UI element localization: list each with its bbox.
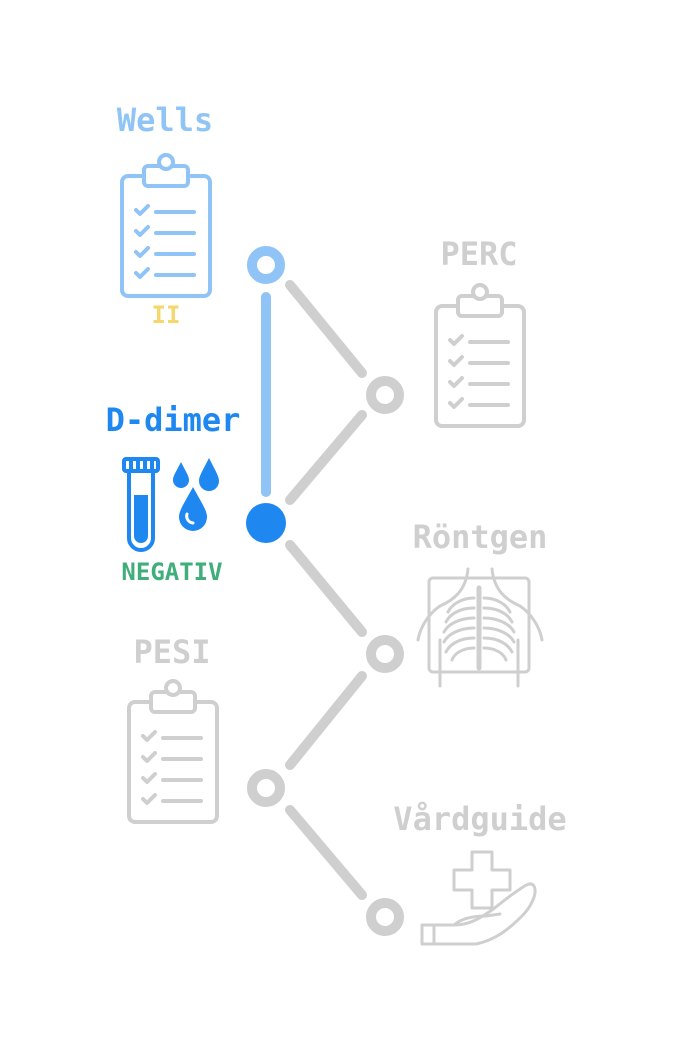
perc-clipboard-icon[interactable] bbox=[434, 283, 526, 428]
node-vardguide[interactable] bbox=[366, 898, 404, 936]
node-wells[interactable] bbox=[247, 246, 285, 284]
ddimer-title[interactable]: D-dimer bbox=[105, 401, 241, 439]
node-pesi[interactable] bbox=[247, 769, 285, 807]
perc-title[interactable]: PERC bbox=[440, 235, 518, 273]
chest-xray-icon[interactable] bbox=[416, 567, 544, 688]
connector-perc-ddimer bbox=[285, 410, 367, 505]
node-ddimer[interactable] bbox=[246, 503, 286, 543]
pesi-clipboard-icon[interactable] bbox=[127, 679, 219, 824]
test-tube-drops-icon[interactable] bbox=[122, 457, 219, 552]
vardguide-title[interactable]: Vårdguide bbox=[393, 800, 567, 838]
ddimer-result: NEGATIV bbox=[121, 558, 223, 586]
wells-title[interactable]: Wells bbox=[116, 101, 214, 139]
hand-medical-cross-icon[interactable] bbox=[420, 850, 537, 946]
connector-pesi-vardguide bbox=[285, 805, 367, 900]
wells-clipboard-icon[interactable] bbox=[120, 153, 212, 298]
pesi-title[interactable]: PESI bbox=[133, 633, 211, 671]
wells-score: II bbox=[151, 301, 181, 329]
node-rontgen[interactable] bbox=[366, 635, 404, 673]
connector-wells-perc bbox=[285, 280, 367, 378]
node-perc[interactable] bbox=[366, 376, 404, 414]
connector-rontgen-pesi bbox=[285, 671, 367, 770]
connector-ddimer-rontgen bbox=[285, 540, 367, 637]
rontgen-title[interactable]: Röntgen bbox=[412, 518, 548, 556]
